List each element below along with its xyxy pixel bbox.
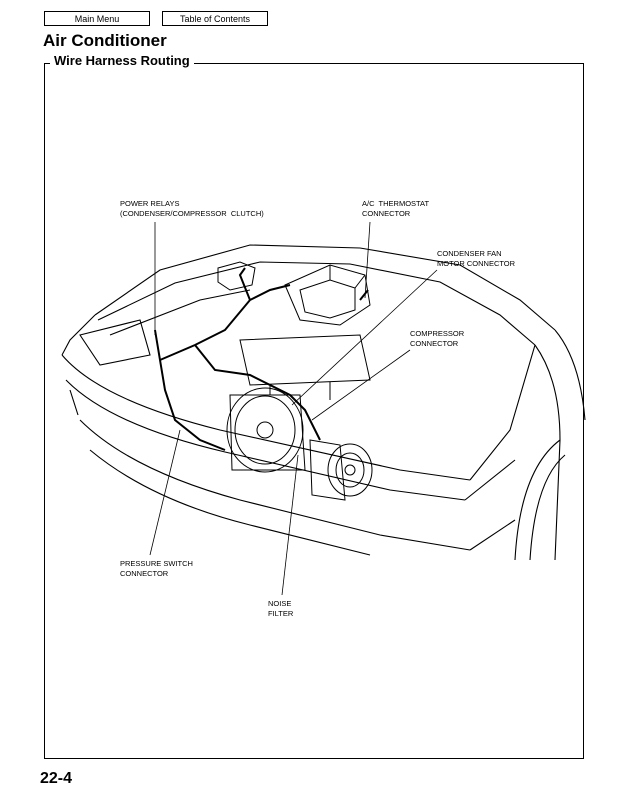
leader-lines — [149, 221, 438, 596]
callout-compressor-connector: COMPRESSOR CONNECTOR — [410, 329, 465, 348]
car-body — [61, 244, 586, 561]
leader-noise-filter — [281, 454, 299, 596]
engine-components — [217, 261, 373, 501]
page-number: 22-4 — [40, 770, 73, 787]
leader-ac-thermostat — [364, 221, 371, 299]
callout-pressure-switch-connector: PRESSURE SWITCH CONNECTOR — [120, 559, 193, 578]
page-title: Air Conditioner — [43, 31, 167, 50]
leader-pressure-switch — [149, 429, 181, 556]
table-of-contents-button[interactable]: Table of Contents — [162, 11, 268, 26]
callout-ac-thermostat-connector: A/C THERMOSTAT CONNECTOR — [362, 199, 430, 218]
leader-compressor — [311, 349, 411, 421]
callout-condenser-fan-motor-connector: CONDENSER FAN MOTOR CONNECTOR — [437, 249, 516, 268]
wire-harness — [154, 267, 369, 451]
main-menu-button[interactable]: Main Menu — [44, 11, 150, 26]
leader-condenser-fan — [291, 269, 438, 406]
section-title: Wire Harness Routing — [50, 53, 194, 68]
callout-power-relays: POWER RELAYS (CONDENSER/COMPRESSOR CLUTC… — [120, 199, 264, 218]
diagram-frame — [44, 63, 584, 759]
callout-noise-filter: NOISE FILTER — [268, 599, 294, 618]
